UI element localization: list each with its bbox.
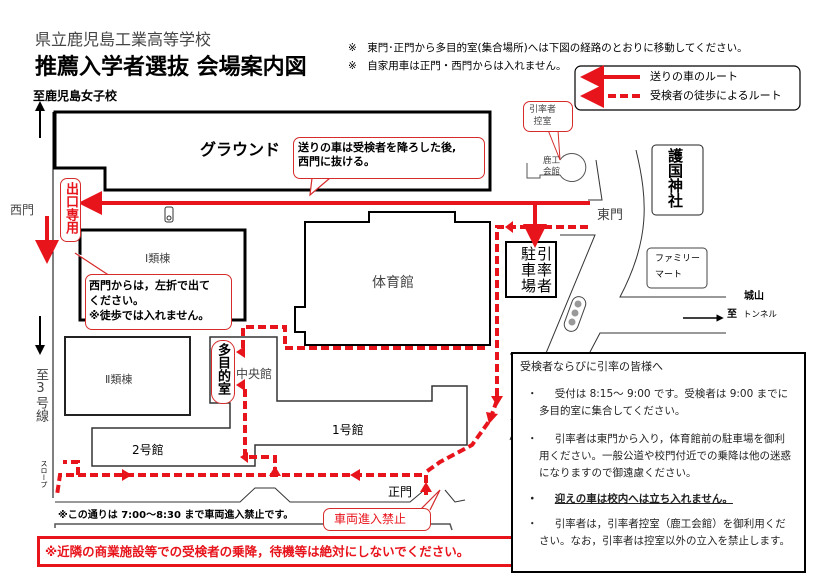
legend-car-label: 送りの車のルート [650,70,738,83]
info-item: ・受付は 8:15～ 9:00 です。受検者は 9:00 までに多目的室に集合し… [527,388,789,417]
car-callout: 送りの車は受検者を降ろした後, 西門に抜ける。 [293,137,485,179]
walk-route-south [55,473,428,496]
header-note-1: ※ 東門･正門から多目的室(集合場所)へは下図の経路のとおりに移動してください。 [348,42,748,54]
car-callout-pointer [309,177,331,197]
no-entry-callout: 車両進入禁止 [323,508,431,531]
no-entry-text: 車両進入禁止 [334,512,407,526]
arrowhead-east [505,221,513,233]
central-hall-label: 中央館 [236,367,273,381]
parking-label: 引率者駐車場 [519,246,553,294]
hall-1-label: 1号館 [332,423,364,437]
hall-edge [588,159,603,201]
south-road-edge-2 [54,523,453,531]
page-title: 推薦入学者選抜 会場案内図 [35,55,307,80]
west-callout-text: 西門からは，左折で出て ください。 ※徒歩では入れません。 [89,279,210,322]
building-2-label: Ⅱ類棟 [105,373,133,386]
arrowhead-room-1 [236,346,245,358]
hall-2-label: 2号館 [132,443,164,457]
arrowhead-up-mid [269,466,281,476]
info-item-emphasis: ・迎えの車は校内へは立ち入れません。 [527,493,733,505]
building-2 [64,336,191,416]
shrine-box [651,144,704,216]
shiroyama-label: 城山 [744,291,764,302]
car-callout-text: 送りの車は受検者を降ろした後, 西門に抜ける。 [298,141,457,168]
walk-route-slope [63,460,80,475]
arrowhead-left-lower [240,452,248,463]
exit-only-badge: 出口専用 [60,178,81,242]
ground-label: グラウンド [200,140,281,159]
arrowhead-right-south [122,469,132,481]
road-line [444,489,466,503]
parking-box [505,241,557,298]
east-road-2 [619,149,726,298]
slope-label: スロープ [40,460,48,488]
escort-callout-pointer [547,129,561,161]
to-girls-school-label: 至鹿児島女子校 [33,89,118,103]
school-name: 県立鹿児島工業高等学校 [35,30,212,49]
to-tunnel-label: トンネル [743,310,777,320]
exit-only-text: 出口専用 [63,182,78,234]
escort-room-callout: 引率者 控室 [523,101,573,132]
multipurpose-room-text: 多目的室 [215,343,230,395]
road-note: ※この通りは 7:00～8:30 まで車両進入禁止です。 [58,510,294,521]
kagoshima-hall [526,153,587,182]
east-gate-label: 東門 [597,208,624,223]
to-tunnel-prefix: 至 [727,309,737,320]
east-road-3 [589,332,726,353]
to-route3-label: 至3号線 [33,368,48,422]
west-callout: 西門からは，左折で出て ください。 ※徒歩では入れません。 [85,274,232,330]
west-gate-label: 西門 [10,203,35,217]
warning-box: ※近隣の商業施設等での受検者の乗降，待機等は絶対にしないでください。 [37,536,518,567]
gym-label: 体育館 [372,275,414,291]
arrowhead-room-2 [236,379,245,391]
south-road-edge [55,487,423,503]
header-note-2: ※ 自家用車は正門・西門からは入れません。 [348,60,567,72]
info-item: ・引率者は，引率者控室（鹿工会館）を御利用ください。なお，引率者は控室以外の立入… [527,518,790,547]
info-panel: 受検者ならびに引率の皆様へ ・受付は 8:15～ 9:00 です。受検者は 9:… [511,352,806,573]
arrowhead-left-south [350,469,360,481]
kagoshima-hall-label: 鹿工 会館 [543,156,561,177]
arrowhead-down [491,396,503,406]
multipurpose-room-badge: 多目的室 [211,340,235,404]
building-1-label: Ⅰ類棟 [145,252,171,265]
escort-room-text: 引率者 控室 [529,105,557,127]
gym [294,211,491,346]
walk-route-east [424,225,588,474]
arrowhead-up-gate [420,482,432,492]
warning-text: ※近隣の商業施設等での受検者の乗降，待機等は絶対にしないでください。 [45,544,470,559]
no-entry-pointer [419,489,441,511]
familymart-label: ファミリー マート [655,254,701,280]
info-heading: 受検者ならびに引率の皆様へ [520,360,663,373]
arrowhead-diag [486,412,498,424]
main-gate-label: 正門 [388,485,413,499]
central-and-hall-buildings [91,336,468,467]
traffic-light-icon [563,296,587,332]
signal-icon [164,206,174,223]
walk-arrowheads [122,221,513,492]
info-item: ・引率者は東門から入り，体育館前の駐車場を御利用ください。一般公道や校門付近での… [527,433,791,479]
legend-walk-label: 受検者の徒歩によるルート [650,89,782,102]
familymart-box [646,247,708,289]
shrine-label: 護国神社 [666,148,684,208]
